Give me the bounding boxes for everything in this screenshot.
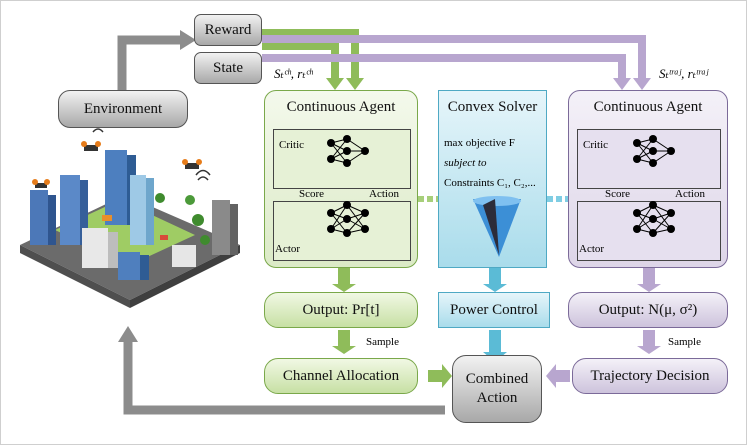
output-traj-box[interactable]: Output: N(μ, σ²) [568, 292, 728, 328]
agent-traj-panel: Continuous Agent Critic Actor Score Acti… [568, 90, 728, 268]
trajectory-decision-box[interactable]: Trajectory Decision [572, 358, 728, 394]
state-ch-label: Sₜᶜʰ, rₜᶜʰ [274, 66, 313, 81]
agent-ch-title: Continuous Agent [286, 98, 396, 115]
combined-action-box[interactable]: Combined Action [452, 355, 542, 423]
score-label-traj: Score [605, 188, 631, 200]
state-box[interactable]: State [194, 52, 262, 84]
agent-ch-panel: Continuous Agent Critic Actor Score Acti… [264, 90, 418, 268]
agent-traj-title: Continuous Agent [593, 98, 703, 115]
solver-objective: max objective F [444, 137, 515, 149]
actor-label-ch: Actor [275, 243, 301, 255]
uav-drone-icon [32, 121, 211, 188]
action-label-traj: Action [675, 188, 705, 200]
action-label-ch: Action [369, 188, 399, 200]
output-ch-box[interactable]: Output: Pr[t] [264, 292, 418, 328]
critic-box-ch [273, 129, 411, 189]
channel-allocation-box[interactable]: Channel Allocation [264, 358, 418, 394]
arrow-action-to-env [123, 340, 445, 415]
arrow-env-to-sensors [117, 35, 180, 90]
solver-title: Convex Solver [447, 98, 538, 115]
smart-city-icon [20, 150, 240, 308]
convex-solver-panel: Convex Solver max objective F subject to… [438, 90, 547, 268]
neural-network-icon [327, 135, 369, 237]
cone-solver-icon [473, 196, 521, 257]
power-control-box[interactable]: Power Control [438, 292, 550, 328]
neural-network-icon [633, 135, 675, 237]
sample-label-ch: Sample [366, 336, 399, 348]
state-traj-label: Sₜᵗʳᵃʲ, rₜᵗʳᵃʲ [659, 66, 709, 81]
actor-label-traj: Actor [579, 243, 605, 255]
score-label-ch: Score [299, 188, 325, 200]
actor-box-ch [273, 201, 411, 261]
environment-box[interactable]: Environment [58, 90, 188, 128]
solver-constraints: Constraints C₁, C₂,... [444, 177, 536, 189]
solver-subject: subject to [444, 157, 487, 169]
critic-label-ch: Critic [279, 139, 305, 151]
critic-label-traj: Critic [583, 139, 609, 151]
reward-box[interactable]: Reward [194, 14, 262, 46]
sample-label-traj: Sample [668, 336, 701, 348]
